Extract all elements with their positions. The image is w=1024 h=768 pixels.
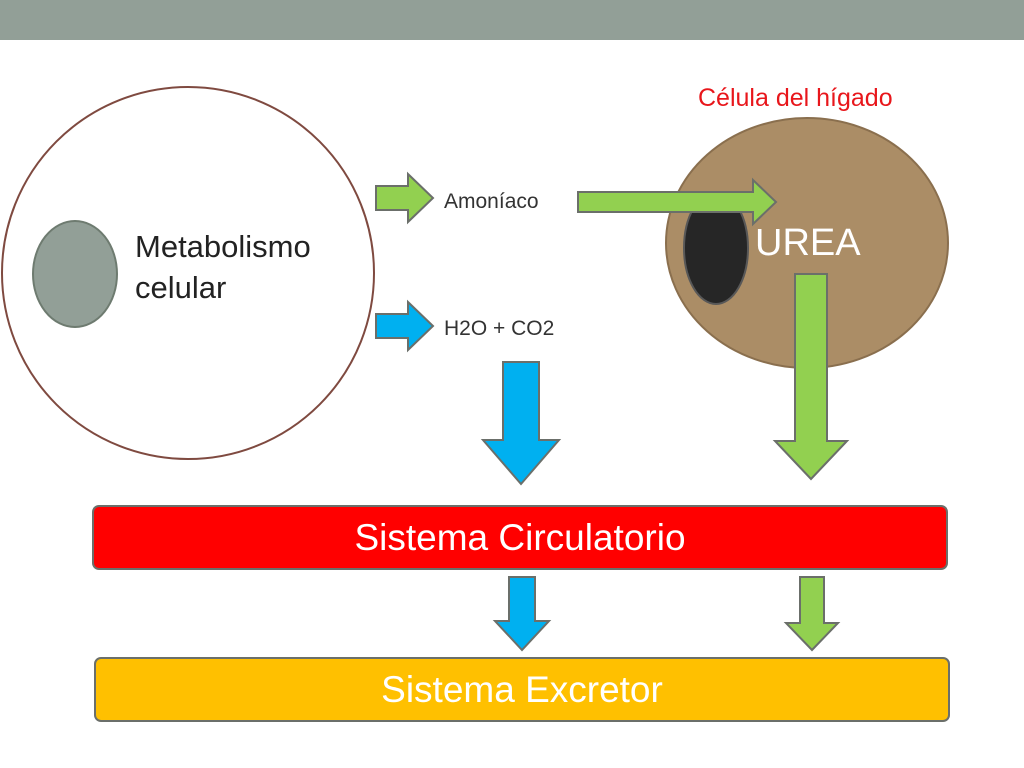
right-arrow-icon (375, 299, 435, 353)
circulatory-system-box: Sistema Circulatorio (92, 505, 948, 570)
cell-metabolism-label: Metabolismo celular (135, 229, 311, 305)
excretory-system-box: Sistema Excretor (94, 657, 950, 722)
urea-label: UREA (755, 222, 861, 264)
top-bar (0, 0, 1024, 40)
ammonia-label: Amoníaco (444, 190, 539, 213)
right-arrow-icon (577, 177, 778, 227)
down-arrow-icon (492, 576, 552, 652)
excretory-system-label: Sistema Excretor (381, 668, 663, 710)
circulatory-system-label: Sistema Circulatorio (354, 516, 686, 558)
body-cell (1, 86, 375, 460)
down-arrow-icon (783, 576, 841, 652)
liver-cell-title: Célula del hígado (698, 84, 893, 112)
down-arrow-icon (772, 273, 850, 481)
cell-nucleus (32, 220, 118, 328)
down-arrow-icon (480, 361, 562, 486)
right-arrow-icon (375, 171, 435, 225)
water-co2-label: H2O + CO2 (444, 317, 555, 340)
